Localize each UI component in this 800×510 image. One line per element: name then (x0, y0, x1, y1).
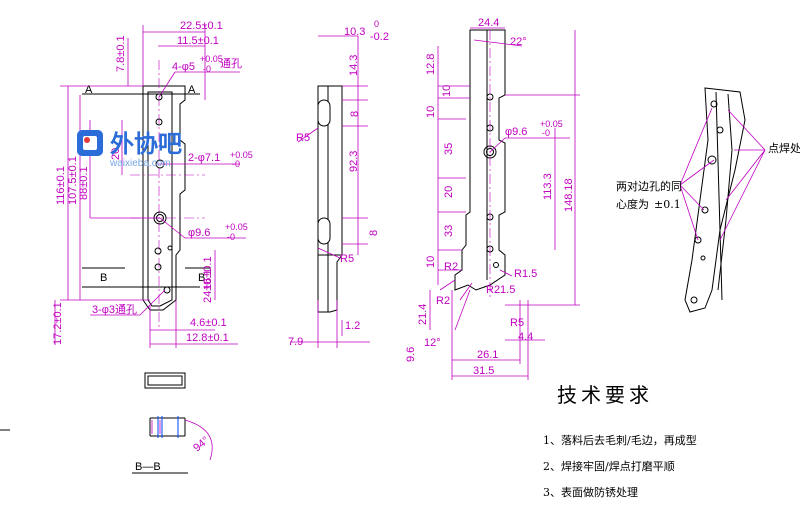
dim-107-5: 107.5±0.1 (67, 156, 79, 205)
dim-12-8: 12.8±0.1 (186, 332, 229, 344)
dim-hole-5-tol-top: +0.05 (200, 54, 223, 64)
dim-r1-5: R1.5 (514, 268, 537, 280)
dim-11-5: 11.5±0.1 (177, 35, 219, 47)
iso-note-left-value: ±0.1 (654, 198, 681, 211)
dim-angle-22: 22° (510, 36, 527, 48)
watermark-brand: 外协吧 (110, 130, 182, 158)
dim-r5b: R5 (340, 253, 354, 265)
dim-1-2: 1.2 (345, 320, 360, 332)
dim-hole-9-6-tol-top: +0.05 (225, 222, 248, 232)
dim-7-8: 7.8±0.1 (115, 35, 127, 72)
dim-16: 16±0.1 (202, 256, 214, 290)
dim-hole-3: 3-φ3通孔 (92, 303, 137, 316)
dim-10a: 10 (441, 85, 453, 97)
dim-hole-9-6r-tol-bot: -0 (542, 128, 550, 138)
dim-88: 88±0.1 (78, 166, 90, 200)
tech-requirements: 技术要求 1、落料后去毛刺/毛边，再成型 2、焊接牢固/焊点打磨平顺 3、表面做… (543, 383, 697, 499)
iso-note-left-2: 心度为 (616, 197, 649, 211)
dim-hole-5-tol-bot: -0 (203, 64, 211, 74)
dim-14-3: 14.3 (348, 55, 360, 76)
dim-hole-9-6r: φ9.6 (505, 126, 527, 138)
dim-10-3: 10.3 (344, 26, 365, 38)
watermark: 外协吧 waixieba.com (77, 130, 182, 169)
dim-hole-9-6-tol-bot: -0 (227, 232, 235, 242)
dim-10c: 10 (425, 256, 437, 268)
section-bb-label: B—B (135, 461, 161, 473)
tech-req-item-3: 3、表面做防锈处理 (543, 485, 638, 499)
dim-9-6: 9.6 (405, 347, 417, 362)
dim-10-3-tol-top: 0 (374, 19, 379, 29)
dim-r5a: R5 (296, 132, 310, 144)
dim-10b: 10 (425, 106, 437, 118)
dim-r21-5: R21.5 (486, 284, 515, 296)
dim-21-4: 21.4 (417, 304, 429, 325)
iso-view: 两对边孔的同 心度为 ±0.1 点焊处 (616, 87, 800, 313)
section-b-right: B (198, 272, 205, 284)
dim-hole-9-6r-tol-top: +0.05 (540, 119, 563, 129)
dim-4-6: 4.6±0.1 (190, 317, 227, 329)
dim-22-5: 22.5±0.1 (180, 20, 223, 32)
dim-hole-7-1: 2-φ7.1 (188, 152, 220, 164)
dim-113-3: 113.3 (542, 173, 554, 200)
side-view: 10.3 0 -0.2 14.3 8 92.3 8 R5 R5 1.2 7.9 (288, 19, 389, 348)
tech-req-item-1: 1、落料后去毛刺/毛边，再成型 (543, 433, 697, 447)
watermark-url: waixieba.com (109, 158, 171, 169)
dim-hole-9-6: φ9.6 (188, 227, 210, 239)
dim-r2b: R2 (436, 295, 450, 307)
dim-hole-7-1-tol-bot: -0 (232, 159, 240, 169)
dim-92-3: 92.3 (348, 151, 360, 172)
dim-7-9: 7.9 (288, 336, 303, 348)
dim-24-4: 24.4 (478, 17, 499, 29)
dim-31-5: 31.5 (473, 365, 494, 377)
front-view: 22.5±0.1 11.5±0.1 7.8±0.1 4-φ5 +0.05 -0 … (52, 20, 253, 348)
section-a-right: A (188, 84, 196, 96)
iso-note-right: 点焊处 (768, 141, 800, 155)
dim-through-hole: 通孔 (220, 57, 242, 70)
dim-26-1: 26.1 (477, 349, 498, 361)
dim-17-2: 17.2±0.1 (52, 302, 64, 345)
right-view: 24.4 22° 12.8 10 10 φ9.6 +0.05 -0 35 20 … (405, 17, 580, 380)
dim-10-3-tol-bot: -0.2 (370, 31, 389, 43)
dim-12-8r: 12.8 (425, 54, 437, 75)
dim-116: 116±0.1 (55, 166, 67, 205)
dim-35: 35 (443, 143, 455, 155)
dim-r5r: R5 (510, 317, 524, 329)
dim-20: 20 (110, 148, 122, 160)
tech-req-title: 技术要求 (557, 383, 653, 407)
section-a-left: A (85, 84, 93, 96)
dim-hole-7-1-tol-top: +0.05 (230, 150, 253, 160)
dim-148-18: 148.18 (563, 178, 575, 212)
iso-note-left-1: 两对边孔的同 (616, 179, 682, 193)
dim-8b: 8 (368, 230, 380, 236)
dim-8a: 8 (349, 111, 361, 117)
dim-r2a: R2 (444, 261, 458, 273)
dim-4-4: 4.4 (518, 331, 533, 343)
dim-hole-5: 4-φ5 (172, 61, 195, 73)
dim-angle-12: 12° (424, 337, 441, 349)
dim-33: 33 (443, 225, 455, 237)
dim-20r: 20 (443, 186, 455, 198)
dim-angle-94: 94° (191, 434, 211, 454)
tech-req-item-2: 2、焊接牢固/焊点打磨平顺 (543, 459, 675, 473)
section-views: 94° B—B (0, 372, 213, 474)
section-b-left: B (100, 272, 107, 284)
dim-24: 24±0.1 (202, 269, 214, 303)
